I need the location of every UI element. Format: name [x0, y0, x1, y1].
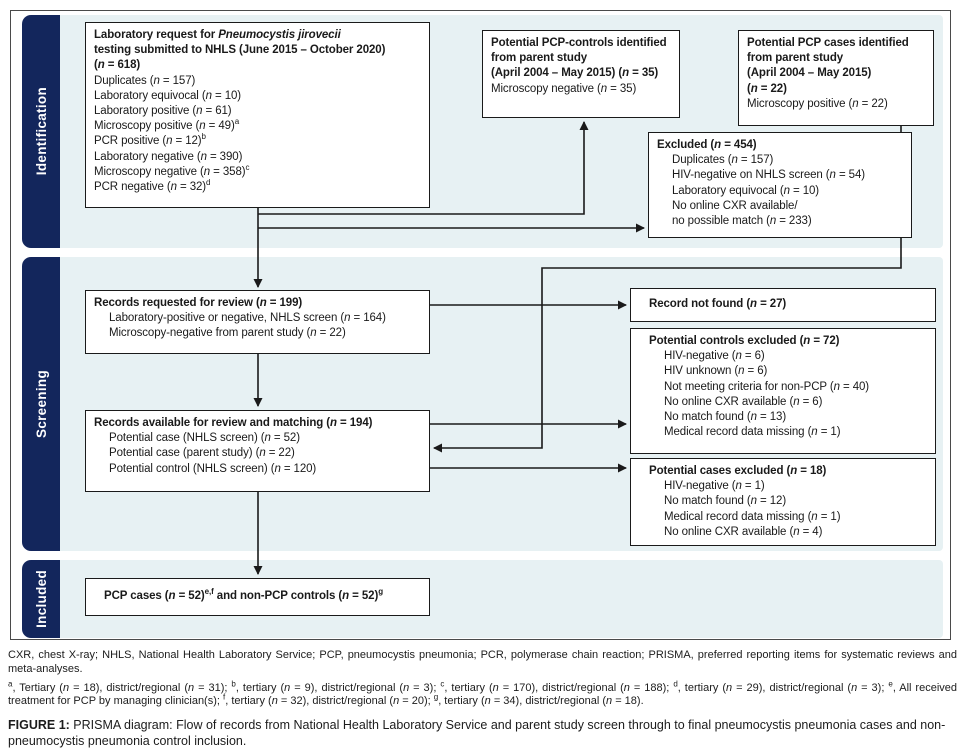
box-excluded-title: Excluded (n = 454) — [657, 139, 757, 151]
figure-caption-text: PRISMA diagram: Flow of records from Nat… — [8, 718, 946, 748]
box-pcp-controls-lines: Microscopy negative (n = 35) — [491, 82, 637, 95]
box-cases-excluded: Potential cases excluded (n = 18) HIV-ne… — [630, 458, 936, 546]
box-lab-request-title: Laboratory request for Pneumocystis jiro… — [94, 29, 386, 72]
box-cases-excluded-lines: HIV-negative (n = 1)No match found (n = … — [664, 480, 841, 538]
abbreviations-note: CXR, chest X-ray; NHLS, National Health … — [8, 649, 957, 675]
box-cases-excluded-title: Potential cases excluded (n = 18) — [649, 465, 827, 477]
box-records-available: Records available for review and matchin… — [85, 410, 430, 492]
box-record-not-found: Record not found (n = 27) — [630, 288, 936, 322]
figure-caption-label: FIGURE 1: — [8, 718, 70, 733]
box-controls-excluded: Potential controls excluded (n = 72) HIV… — [630, 328, 936, 454]
included-tab: Included — [22, 560, 60, 638]
box-excluded-lines: Duplicates (n = 157)HIV-negative on NHLS… — [672, 154, 865, 228]
identification-tab: Identification — [22, 15, 60, 248]
box-records-available-title: Records available for review and matchin… — [94, 417, 373, 429]
box-lab-request: Laboratory request for Pneumocystis jiro… — [85, 22, 430, 208]
arrow-lab-to-pcp-controls — [258, 121, 589, 215]
box-records-available-lines: Potential case (NHLS screen) (n = 52)Pot… — [109, 432, 317, 475]
screening-tab: Screening — [22, 257, 60, 551]
box-record-not-found-title: Record not found (n = 27) — [649, 298, 787, 310]
box-pcp-cases-lines: Microscopy positive (n = 22) — [747, 97, 888, 110]
box-records-requested-title: Records requested for review (n = 199) — [94, 297, 303, 309]
box-excluded: Excluded (n = 454) Duplicates (n = 157)H… — [648, 132, 912, 238]
superscripts-note: a, Tertiary (n = 18), district/regional … — [8, 678, 958, 708]
box-controls-excluded-lines: HIV-negative (n = 6)HIV unknown (n = 6)N… — [664, 350, 870, 439]
box-records-requested: Records requested for review (n = 199) L… — [85, 290, 430, 354]
figure-caption: FIGURE 1: PRISMA diagram: Flow of record… — [8, 717, 957, 748]
figure-footer: CXR, chest X-ray; NHLS, National Health … — [8, 649, 957, 748]
box-records-requested-lines: Laboratory-positive or negative, NHLS sc… — [109, 312, 386, 340]
box-final-inclusion: PCP cases (n = 52)e,f and non-PCP contro… — [85, 578, 430, 616]
box-lab-request-lines: Duplicates (n = 157)Laboratory equivocal… — [94, 74, 250, 194]
box-controls-excluded-title: Potential controls excluded (n = 72) — [649, 335, 840, 347]
box-final-inclusion-title: PCP cases (n = 52)e,f and non-PCP contro… — [104, 587, 384, 602]
